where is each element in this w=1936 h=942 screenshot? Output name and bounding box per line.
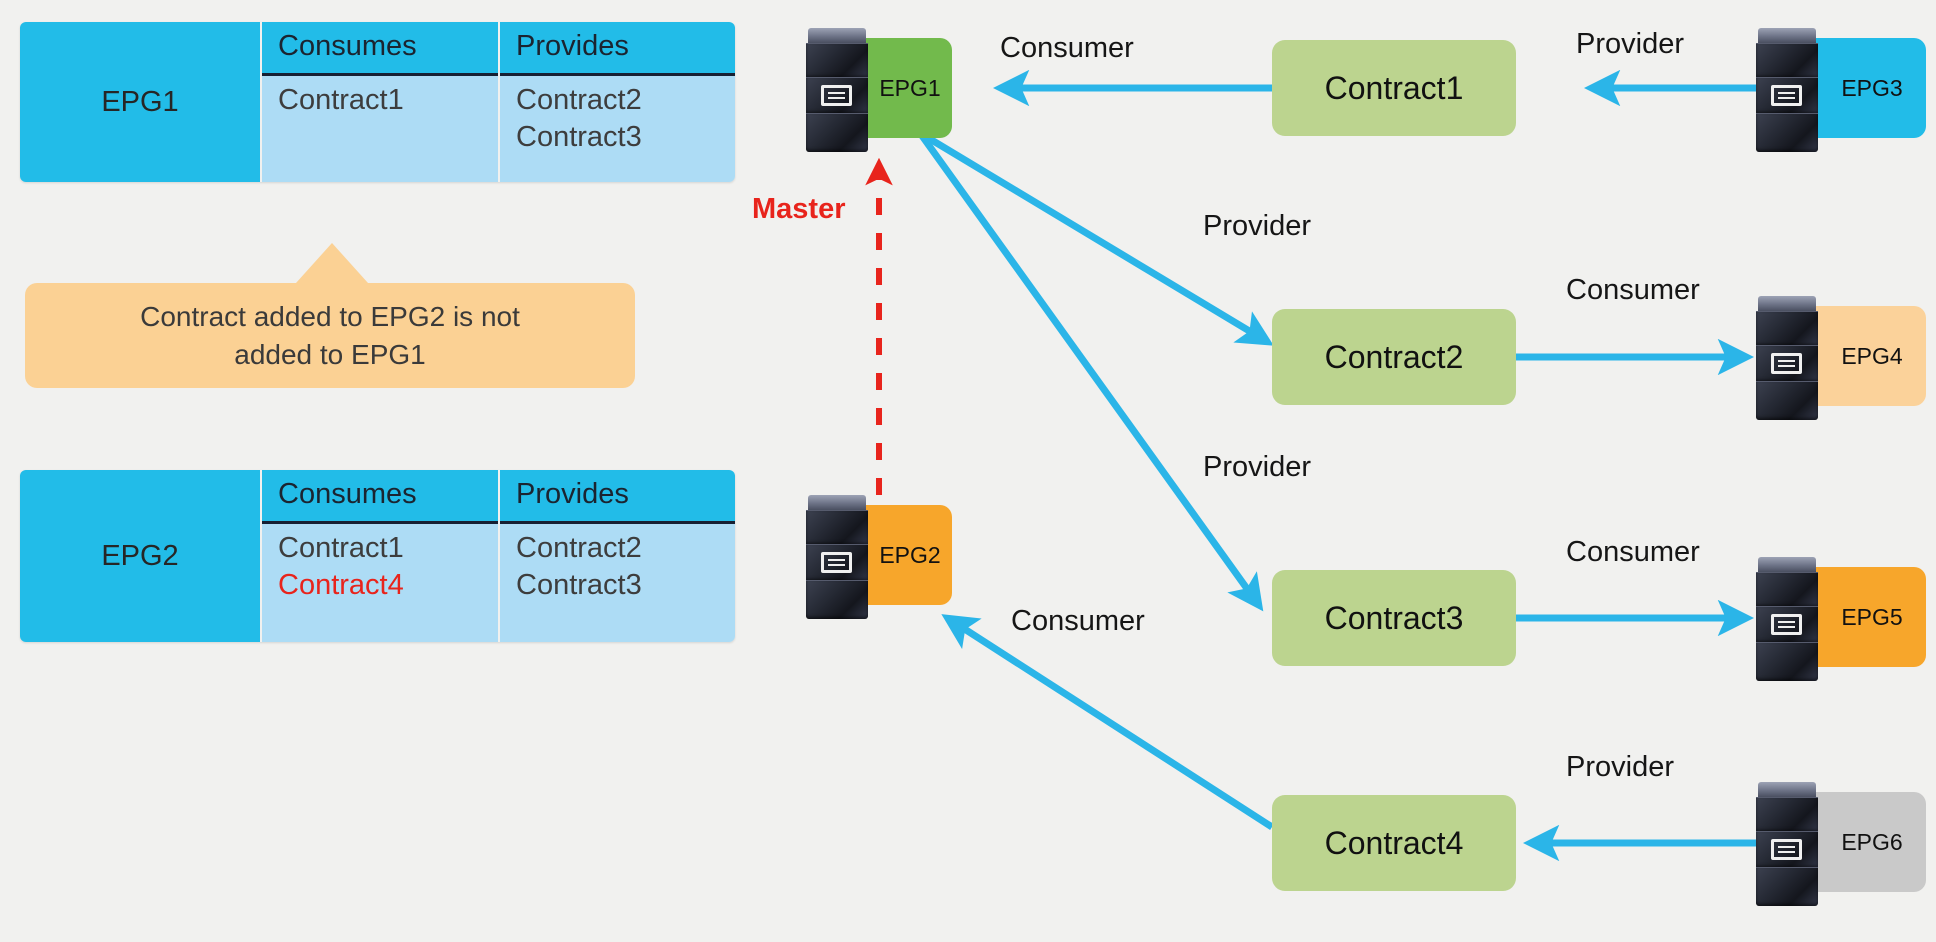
contract-box-contract4[interactable]: Contract4	[1272, 795, 1516, 891]
label-consumer-contract3-epg5: Consumer	[1566, 536, 1700, 568]
epg2-consumes-header: Consumes	[262, 470, 498, 524]
epg1-provides-body: Contract2 Contract3	[500, 76, 735, 182]
epg1-consumes-body: Contract1	[262, 76, 498, 182]
epg2-provides-header: Provides	[500, 470, 735, 524]
server-icon	[1756, 296, 1818, 420]
epg2-consumes-cell-highlight: Contract4	[278, 569, 404, 602]
server-panel-icon	[1771, 85, 1802, 106]
epg2-label: EPG2	[879, 541, 941, 568]
epg2-table-name: EPG2	[20, 470, 260, 642]
epg-node-epg1[interactable]: EPG1	[806, 28, 952, 152]
epg-node-epg3[interactable]: EPG3	[1756, 28, 1926, 152]
label-provider-epg1-contract2: Provider	[1203, 210, 1311, 242]
epg1-table-name: EPG1	[20, 22, 260, 182]
epg2-provides-column: Provides Contract2 Contract3	[498, 470, 735, 642]
server-icon	[1756, 782, 1818, 906]
epg-node-epg4[interactable]: EPG4	[1756, 296, 1926, 420]
label-consumer-contract4-epg2: Consumer	[1011, 605, 1145, 637]
epg1-table-name-label: EPG1	[101, 85, 179, 118]
epg1-label: EPG1	[879, 74, 941, 101]
epg6-label: EPG6	[1841, 828, 1903, 855]
epg1-consumes-column: Consumes Contract1	[260, 22, 498, 182]
label-provider-epg3-contract1: Provider	[1576, 28, 1684, 60]
label-provider-epg1-contract3: Provider	[1203, 451, 1311, 483]
server-panel-icon	[1771, 353, 1802, 374]
epg1-provides-cell: Contract3	[516, 121, 642, 154]
epg1-provides-cell: Contract2	[516, 84, 642, 116]
epg1-table: EPG1 Consumes Contract1 Provides Contrac…	[20, 22, 735, 182]
epg2-table: EPG2 Consumes Contract1 Contract4 Provid…	[20, 470, 735, 642]
edge-contract4-to-epg2	[941, 614, 1274, 830]
server-panel-icon	[1771, 614, 1802, 635]
epg1-provides-column: Provides Contract2 Contract3	[498, 22, 735, 182]
epg3-label: EPG3	[1841, 74, 1903, 101]
callout-text: Contract added to EPG2 is not added to E…	[140, 298, 520, 373]
epg5-tag: EPG5	[1814, 567, 1926, 667]
edge-epg1-to-contract3	[917, 130, 1264, 612]
epg-node-epg2[interactable]: EPG2	[806, 495, 952, 619]
contract-box-contract3[interactable]: Contract3	[1272, 570, 1516, 666]
epg2-provides-body: Contract2 Contract3	[500, 524, 735, 642]
callout-line-2: added to EPG1	[234, 338, 426, 370]
epg1-consumes-cell: Contract1	[278, 84, 404, 116]
epg2-provides-cell: Contract2	[516, 532, 642, 564]
epg1-consumes-header: Consumes	[262, 22, 498, 76]
epg5-label: EPG5	[1841, 603, 1903, 630]
epg3-tag: EPG3	[1814, 38, 1926, 138]
server-panel-icon	[821, 552, 852, 573]
server-panel-icon	[1771, 839, 1802, 860]
contract2-label: Contract2	[1324, 338, 1464, 375]
callout-line-1: Contract added to EPG2 is not	[140, 300, 520, 332]
label-provider-epg6-contract4: Provider	[1566, 751, 1674, 783]
epg2-consumes-column: Consumes Contract1 Contract4	[260, 470, 498, 642]
contract-box-contract2[interactable]: Contract2	[1272, 309, 1516, 405]
epg1-tag: EPG1	[864, 38, 952, 138]
epg4-tag: EPG4	[1814, 306, 1926, 406]
contract-box-contract1[interactable]: Contract1	[1272, 40, 1516, 136]
epg4-label: EPG4	[1841, 342, 1903, 369]
server-icon	[806, 495, 868, 619]
label-consumer-contract1-epg1: Consumer	[1000, 32, 1134, 64]
label-master: Master	[752, 193, 846, 225]
label-consumer-contract2-epg4: Consumer	[1566, 274, 1700, 306]
epg2-consumes-body: Contract1 Contract4	[262, 524, 498, 642]
contract4-label: Contract4	[1324, 824, 1464, 861]
epg2-consumes-cell: Contract1	[278, 532, 404, 564]
epg1-provides-header: Provides	[500, 22, 735, 76]
epg-node-epg5[interactable]: EPG5	[1756, 557, 1926, 681]
contract3-label: Contract3	[1324, 599, 1464, 636]
server-icon	[1756, 28, 1818, 152]
epg2-table-name-label: EPG2	[101, 539, 179, 572]
callout-box: Contract added to EPG2 is not added to E…	[25, 283, 635, 388]
epg2-provides-cell: Contract3	[516, 569, 642, 602]
epg6-tag: EPG6	[1814, 792, 1926, 892]
callout-tail-icon	[296, 243, 368, 283]
server-panel-icon	[821, 85, 852, 106]
epg-node-epg6[interactable]: EPG6	[1756, 782, 1926, 906]
server-icon	[1756, 557, 1818, 681]
server-icon	[806, 28, 868, 152]
epg2-tag: EPG2	[864, 505, 952, 605]
contract1-label: Contract1	[1324, 69, 1464, 106]
